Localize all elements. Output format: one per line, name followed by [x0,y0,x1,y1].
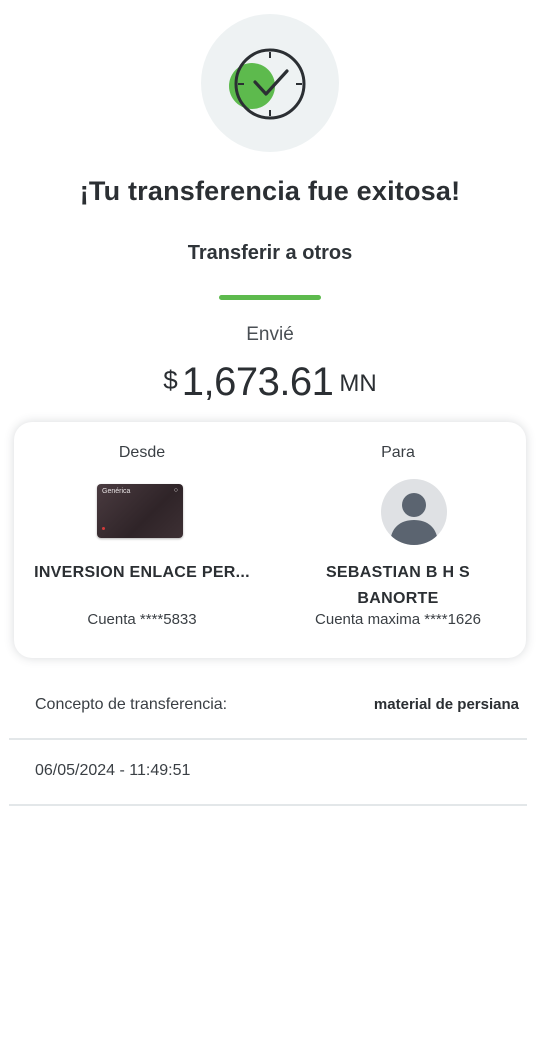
page-title: ¡Tu transferencia fue exitosa! [79,176,461,206]
from-account-name: INVERSION ENLACE PER... [34,564,250,581]
card-name: Genérica [102,488,131,495]
to-label: Para [381,444,415,461]
amount-currency: $ [163,365,178,395]
from-account-number: Cuenta ****5833 [87,611,197,628]
datetime-row: 06/05/2024 - 11:49:51 [9,740,527,806]
to-bank-name: BANORTE [357,590,439,607]
user-avatar-icon [381,479,447,545]
debit-card-image: Genérica ○ [97,484,183,538]
amount-value: 1,673.61 [181,360,334,404]
from-account: Desde Genérica ○ INVERSION ENLACE PER...… [14,422,270,658]
check-clock-icon [225,46,309,122]
sent-label: Envié [246,324,294,345]
amount-unit: MN [339,370,377,397]
transfer-datetime: 06/05/2024 - 11:49:51 [35,762,191,779]
to-account: Para SEBASTIAN B H S BANORTE Cuenta maxi… [270,422,526,658]
from-label: Desde [118,444,166,461]
title-underline [219,295,321,300]
transfer-type-title: Transferir a otros [187,242,353,264]
concept-row: Concepto de transferencia: material de p… [9,674,527,740]
card-chip-icon [102,527,105,530]
concept-label: Concepto de transferencia: [35,696,228,713]
concept-value: material de persiana [373,696,519,713]
to-account-name: SEBASTIAN B H S [325,564,471,581]
to-account-number: Cuenta maxima ****1626 [315,611,481,628]
card-logo-icon: ○ [173,487,178,494]
transfer-summary-card: Desde Genérica ○ INVERSION ENLACE PER...… [14,422,526,658]
